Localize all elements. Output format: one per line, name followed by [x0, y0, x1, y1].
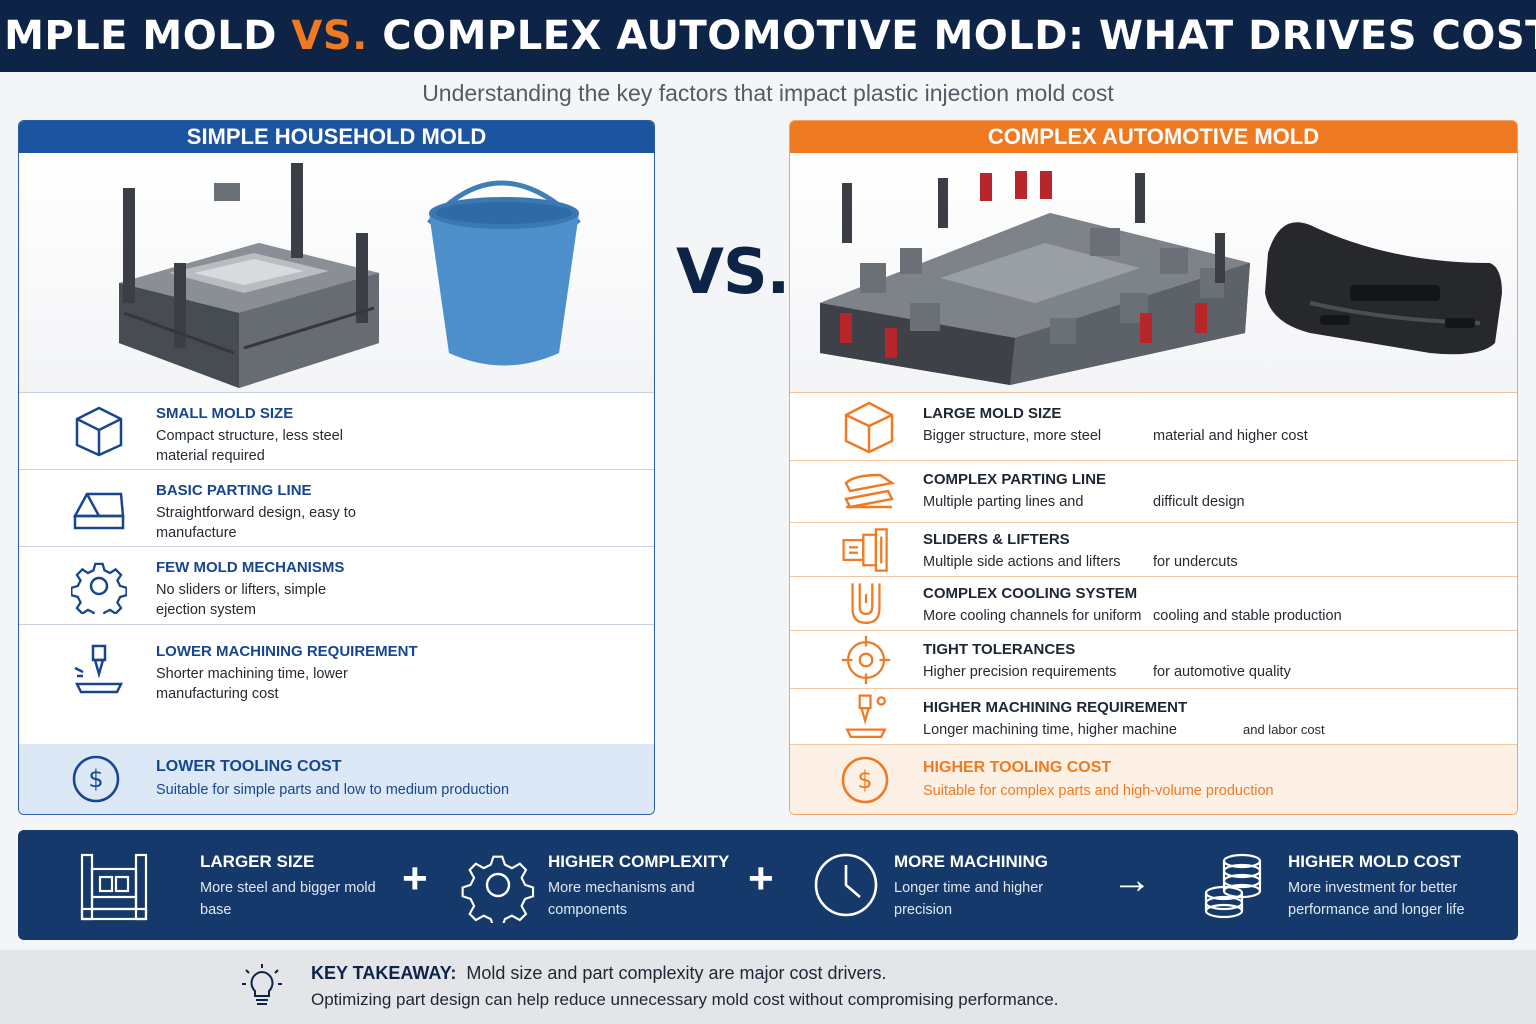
factor-desc-b: and labor cost — [1243, 722, 1325, 737]
svg-text:$: $ — [857, 766, 872, 794]
list-item: TIGHT TOLERANCES Higher precision require… — [790, 631, 1517, 689]
simple-mold-image-area — [19, 153, 654, 393]
plus-operator: + — [402, 854, 428, 903]
cost-drivers-band: LARGER SIZE More steel and bigger mold b… — [18, 830, 1518, 940]
title-part-simple: SIMPLE MOLD — [0, 13, 277, 59]
list-item: FEW MOLD MECHANISMS No sliders or lifters… — [19, 547, 654, 625]
bucket-picture — [427, 180, 581, 366]
factor-desc: No sliders or lifters, simple ejection s… — [156, 582, 327, 618]
dollar-icon: $ — [841, 756, 889, 804]
factor-desc-b: cooling and stable production — [1153, 608, 1342, 624]
simple-mold-picture — [119, 163, 379, 388]
simple-panel-title: SIMPLE HOUSEHOLD MOLD — [19, 121, 654, 153]
simple-cost-row: $ LOWER TOOLING COST Suitable for simple… — [19, 744, 654, 814]
list-item: SMALL MOLD SIZE Compact structure, less s… — [19, 393, 654, 470]
gear-icon — [461, 855, 535, 923]
factor-desc: Straightforward design, easy to manufact… — [156, 505, 356, 541]
simple-mold-panel: SIMPLE HOUSEHOLD MOLD — [18, 120, 655, 815]
factor-title: FEW MOLD MECHANISMS — [156, 559, 345, 576]
coins-icon — [1204, 853, 1262, 919]
title-part-complex: COMPLEX AUTOMOTIVE MOLD: WHAT DRIVES COS… — [367, 13, 1536, 59]
list-item: COMPLEX COOLING SYSTEM More cooling chann… — [790, 577, 1517, 631]
key-takeaway: KEY TAKEAWAY: Mold size and part complexi… — [0, 950, 1536, 1024]
factor-title: SLIDERS & LIFTERS — [923, 531, 1070, 548]
title-vs: VS. — [291, 13, 368, 59]
factor-title: HIGHER MACHINING REQUIREMENT — [923, 699, 1188, 716]
factor-desc-b: for automotive quality — [1153, 664, 1291, 680]
parting-line-icon — [72, 492, 125, 530]
dollar-icon: $ — [72, 755, 120, 803]
factor-desc: Shorter machining time, lower manufactur… — [156, 666, 348, 702]
target-icon — [841, 635, 891, 684]
svg-text:$: $ — [88, 765, 103, 793]
list-item: SLIDERS & LIFTERS Multiple side actions a… — [790, 523, 1517, 577]
title-bar: SIMPLE MOLD VS. COMPLEX AUTOMOTIVE MOLD:… — [0, 0, 1536, 72]
cost-title: LOWER TOOLING COST — [156, 758, 342, 775]
factor-title: BASIC PARTING LINE — [156, 482, 312, 499]
complex-mold-illustration — [820, 171, 1502, 385]
slider-icon — [842, 527, 888, 572]
cost-desc: Suitable for simple parts and low to med… — [156, 782, 510, 798]
list-item: COMPLEX PARTING LINE Multiple parting lin… — [790, 461, 1517, 523]
machining-icon — [74, 644, 124, 694]
driver-title: MORE MACHINING — [894, 852, 1048, 871]
machining-icon — [845, 694, 887, 738]
plus-operator: + — [748, 854, 774, 903]
factor-desc: Compact structure, less steel material r… — [156, 428, 343, 464]
driver-title: HIGHER COMPLEXITY — [548, 852, 730, 871]
factor-title: SMALL MOLD SIZE — [156, 405, 294, 422]
factor-desc-b: for undercuts — [1153, 554, 1238, 570]
list-item: BASIC PARTING LINE Straightforward design… — [19, 470, 654, 547]
cost-desc: Suitable for complex parts and high-volu… — [923, 783, 1274, 799]
factor-title: COMPLEX PARTING LINE — [923, 471, 1107, 488]
subtitle: Understanding the key factors that impac… — [422, 80, 1114, 106]
gear-icon — [71, 562, 127, 614]
factor-title: LOWER MACHINING REQUIREMENT — [156, 643, 418, 660]
clock-icon — [814, 853, 878, 917]
takeaway-line1: Mold size and part complexity are major … — [466, 963, 887, 983]
bumper-picture — [1265, 222, 1502, 355]
factor-desc-a: Longer machining time, higher machine — [923, 722, 1177, 738]
list-item: HIGHER MACHINING REQUIREMENT Longer machi… — [790, 689, 1517, 747]
list-item: LOWER MACHINING REQUIREMENT Shorter machi… — [19, 625, 654, 743]
cost-title: HIGHER TOOLING COST — [923, 759, 1112, 776]
factor-desc-a: Bigger structure, more steel — [923, 428, 1102, 444]
factor-desc-b: difficult design — [1153, 494, 1245, 510]
simple-mold-illustration — [119, 163, 581, 388]
vs-label: VS. — [676, 235, 790, 308]
box-icon — [844, 401, 894, 453]
complex-mold-picture — [820, 171, 1250, 385]
list-item: LARGE MOLD SIZE Bigger structure, more st… — [790, 393, 1517, 461]
box-icon — [75, 406, 123, 457]
driver-title: LARGER SIZE — [200, 852, 315, 871]
complex-cost-row: $ HIGHER TOOLING COST Suitable for compl… — [790, 744, 1517, 814]
factor-desc-a: More cooling channels for uniform — [923, 608, 1142, 624]
lightbulb-icon — [242, 964, 282, 1005]
driver-title: HIGHER MOLD COST — [1288, 852, 1461, 871]
takeaway-label: KEY TAKEAWAY: — [311, 963, 457, 983]
mold-frame-icon — [80, 853, 148, 921]
factor-desc-a: Multiple side actions and lifters — [923, 554, 1121, 570]
cooling-icon — [851, 582, 881, 624]
arrow-icon: → — [1112, 858, 1152, 902]
driver-desc: Longer time and higher precision — [894, 880, 1044, 918]
factor-desc-b: material and higher cost — [1153, 428, 1308, 444]
factor-title: COMPLEX COOLING SYSTEM — [923, 585, 1138, 602]
complex-factor-list: LARGE MOLD SIZE Bigger structure, more st… — [790, 393, 1517, 747]
factor-desc-a: Multiple parting lines and — [923, 494, 1084, 510]
parting-line-icon — [844, 473, 896, 508]
driver-desc: More steel and bigger mold base — [200, 880, 376, 918]
factor-title: LARGE MOLD SIZE — [923, 405, 1062, 422]
simple-factor-list: SMALL MOLD SIZE Compact structure, less s… — [19, 393, 654, 743]
complex-mold-panel: COMPLEX AUTOMOTIVE MOLD — [789, 120, 1518, 815]
driver-desc: More investment for better performance a… — [1288, 880, 1465, 918]
driver-desc: More mechanisms and components — [548, 880, 695, 918]
complex-panel-title: COMPLEX AUTOMOTIVE MOLD — [790, 121, 1517, 153]
complex-mold-image-area — [790, 153, 1517, 393]
takeaway-line2: Optimizing part design can help reduce u… — [311, 990, 1059, 1009]
factor-title: TIGHT TOLERANCES — [923, 641, 1076, 658]
page-title: SIMPLE MOLD VS. COMPLEX AUTOMOTIVE MOLD:… — [0, 13, 1536, 59]
factor-desc-a: Higher precision requirements — [923, 664, 1117, 680]
